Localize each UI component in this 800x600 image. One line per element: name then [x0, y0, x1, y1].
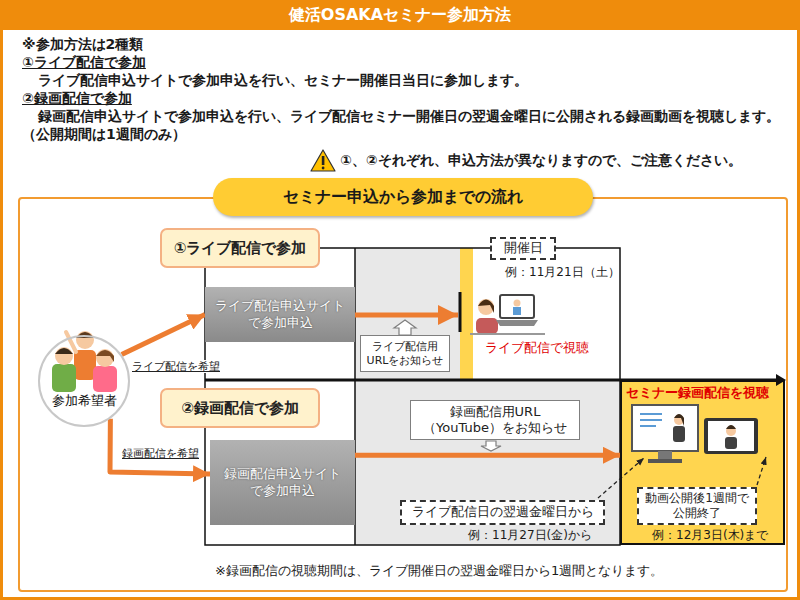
video-illustration	[674, 415, 684, 425]
date-box: ライブ配信日の翌週金曜日から	[400, 500, 605, 525]
video-illustration	[704, 418, 758, 454]
method-text: ライブ配信申込サイトで参加申込を行い、セミナー開催日当日に参加します。	[38, 72, 528, 90]
node-text: 録画配信申込サイトで参加申込	[218, 466, 347, 499]
live-viewer-illustration	[514, 300, 521, 307]
node-text: ライブ配信用URLをお知らせ	[364, 340, 446, 368]
flow-arrow	[122, 315, 205, 355]
route-heading: ①ライブ配信で参加	[160, 228, 320, 268]
example-date: 例：11月21日（土）	[505, 265, 620, 280]
video-illustration	[632, 405, 698, 451]
node-text: ライブ配信申込サイトで参加申込	[210, 298, 350, 331]
notice-down-arrow	[481, 441, 501, 451]
recording-panel: セミナー録画配信を視聴動画公開後1週間で公開終了	[620, 380, 785, 545]
video-illustration	[648, 459, 682, 463]
people-illustration	[55, 348, 73, 354]
warning-icon	[322, 156, 325, 165]
live-viewer-illustration	[496, 320, 538, 326]
people-illustration	[76, 331, 94, 349]
node-text: ライブ配信日の翌週金曜日から	[412, 504, 594, 520]
flow-arrow	[355, 453, 620, 458]
live-viewer-illustration	[513, 307, 521, 315]
live-arrow	[355, 315, 458, 316]
node-text: 参加希望者	[52, 393, 117, 409]
example-date: 例：11月27日(金)から	[468, 528, 592, 543]
video-illustration	[640, 419, 662, 421]
node-text: ①ライブ配信で参加	[174, 239, 307, 258]
notice-up-arrow	[394, 320, 416, 335]
flow-frame	[460, 248, 473, 380]
method-text: 録画配信申込サイトで参加申込を行い、ライブ配信セミナー開催日の翌週金曜日に公開さ…	[22, 108, 787, 143]
warning-icon	[311, 150, 335, 171]
application-box: 録画配信申込サイトで参加申込	[210, 440, 355, 525]
node-text: 録画配信用URL（YouTube）をお知らせ	[416, 404, 574, 437]
warning-text: ①、②それぞれ、申込方法が異なりますので、ご注意ください。	[340, 152, 742, 170]
live-viewer-illustration	[470, 295, 545, 334]
note-heading: ※参加方法は2種類	[22, 36, 143, 54]
edge-label: ライブ配信を希望	[130, 360, 222, 373]
participant-circle: 参加希望者	[38, 335, 130, 427]
live-viewer-illustration	[476, 318, 498, 334]
warning-icon	[311, 150, 335, 171]
dashed-pointer	[757, 457, 766, 485]
node-text: 動画公開後1週間で公開終了	[645, 491, 749, 521]
video-illustration	[658, 451, 672, 459]
warning-icon	[322, 167, 325, 170]
notice-down-arrow	[481, 441, 501, 451]
footnote: ※録画配信の視聴期間は、ライブ開催日の翌週金曜日から1週間となります。	[215, 563, 663, 579]
video-illustration	[640, 425, 656, 427]
live-viewer-illustration	[478, 300, 494, 314]
live-view-label: ライブ配信で視聴	[485, 340, 589, 356]
method-heading: ①ライブ配信で参加	[22, 54, 146, 72]
example-date: 例：12月3日(木)まで	[652, 528, 768, 543]
notice-up-arrow	[394, 320, 416, 335]
people-illustration	[52, 364, 76, 392]
people-illustration	[93, 366, 117, 392]
people-illustration	[74, 350, 96, 380]
video-illustration	[725, 437, 737, 449]
flow-frame	[355, 380, 620, 545]
edge-label: 録画配信を希望	[120, 447, 201, 460]
method-heading: ②録画配信で参加	[22, 90, 132, 108]
video-illustration	[726, 425, 736, 429]
page-title: 健活OSAKAセミナー参加方法	[0, 0, 800, 30]
live-viewer-illustration	[478, 299, 494, 315]
video-illustration	[673, 426, 685, 442]
live-arrow	[355, 313, 458, 318]
node-text: ②録画配信で参加	[181, 399, 299, 418]
video-illustration	[640, 413, 662, 415]
people-illustration	[55, 347, 73, 365]
flow-frame	[620, 380, 785, 545]
flow-frame	[459, 292, 462, 332]
end-box: 動画公開後1週間で公開終了	[637, 487, 757, 525]
people-illustration	[96, 349, 114, 367]
live-viewer-illustration	[470, 333, 545, 335]
people-illustration	[96, 350, 114, 362]
video-illustration	[708, 421, 754, 451]
notice-box: 録画配信用URL（YouTube）をお知らせ	[410, 400, 580, 440]
node-text: 開催日	[504, 240, 543, 256]
node-text: セミナー申込から参加までの流れ	[213, 178, 593, 216]
node-text: セミナー録画配信を視聴	[626, 385, 769, 401]
people-illustration	[52, 331, 117, 392]
live-viewer-illustration	[500, 295, 534, 318]
flow-frame	[355, 248, 460, 380]
route-heading: ②録画配信で参加	[160, 388, 320, 428]
video-illustration	[726, 426, 736, 436]
application-box: ライブ配信申込サイトで参加申込	[205, 287, 355, 342]
date-box: 開催日	[490, 237, 556, 260]
video-illustration	[632, 405, 758, 463]
notice-box: ライブ配信用URLをお知らせ	[360, 335, 450, 372]
video-illustration	[674, 414, 684, 426]
